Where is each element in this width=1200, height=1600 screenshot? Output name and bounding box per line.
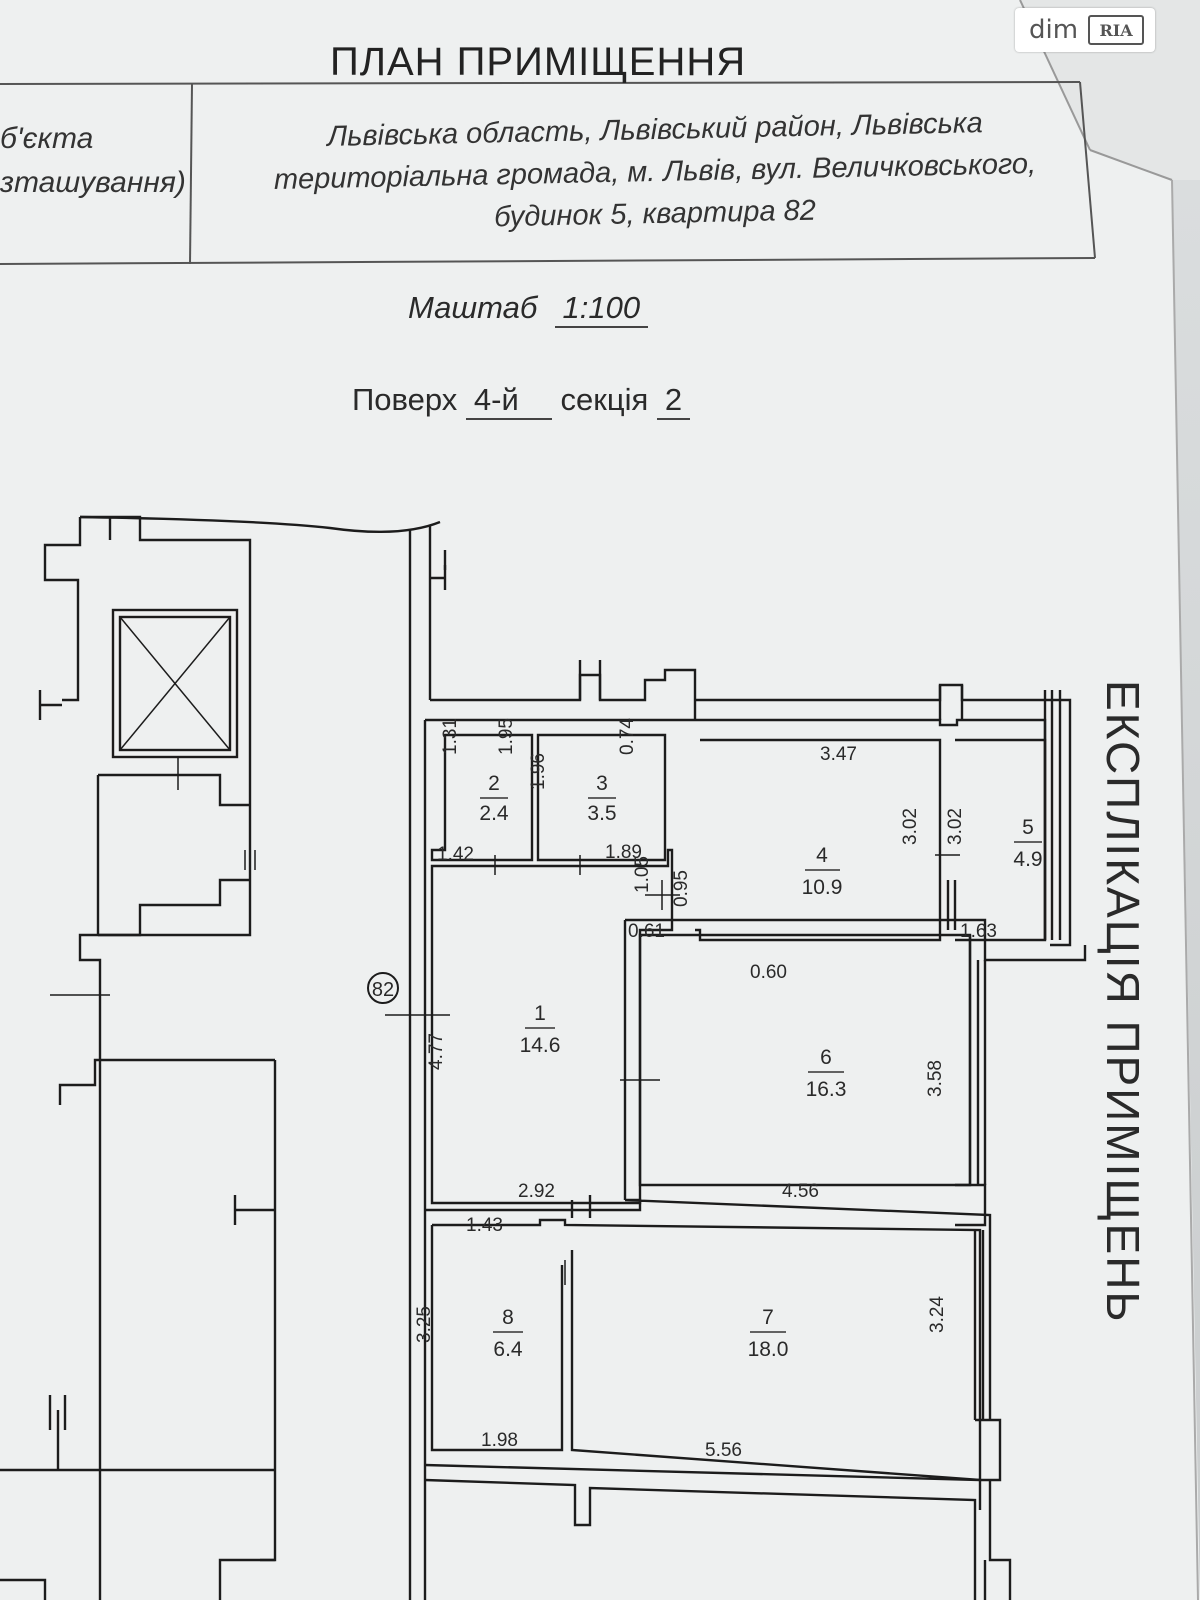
dim-label: 1.31 — [440, 718, 461, 755]
room-6-number: 6 — [820, 1046, 832, 1069]
dim-label: 1.98 — [481, 1430, 518, 1451]
dim-label: 1.42 — [437, 844, 474, 865]
dim-label: 0.61 — [628, 921, 665, 942]
room-8-area: 6.4 — [493, 1338, 523, 1361]
dim-label: 1.89 — [605, 842, 642, 863]
room-1-area: 14.6 — [520, 1034, 561, 1057]
dim-label: 4.77 — [426, 1033, 447, 1070]
scale-line: Маштаб 1:100 — [408, 290, 649, 328]
floor-label: Поверх — [352, 382, 458, 417]
dim-label: 5.56 — [705, 1440, 742, 1461]
dim-label: 3.02 — [900, 808, 921, 845]
dim-label: 3.58 — [925, 1060, 946, 1097]
dim-label: 1.96 — [528, 753, 549, 790]
dim-label: 2.92 — [518, 1181, 555, 1202]
room-8-number: 8 — [502, 1306, 514, 1329]
scale-value: 1:100 — [554, 290, 649, 328]
room-4-area: 10.9 — [802, 876, 843, 899]
logo-badge: RIA — [1088, 15, 1145, 45]
dim-label: 3.02 — [945, 808, 966, 845]
section-label: секція — [560, 382, 649, 417]
room-2-area: 2.4 — [479, 802, 509, 825]
dim-label: 1.05 — [632, 856, 653, 893]
floor-line: Поверх 4-й секція 2 — [352, 382, 691, 420]
dim-label: 3.24 — [927, 1296, 948, 1333]
header-left-line-2: зташування) — [0, 166, 186, 199]
dim-label: 4.56 — [782, 1181, 819, 1202]
logo-text: dim — [1029, 15, 1079, 45]
room-3-number: 3 — [596, 772, 608, 795]
room-7-number: 7 — [762, 1306, 774, 1329]
scale-label: Маштаб — [408, 290, 538, 325]
dim-label: 3.25 — [414, 1306, 435, 1343]
plan-title: ПЛАН ПРИМІЩЕННЯ — [330, 40, 747, 84]
floor-value: 4-й — [465, 382, 552, 420]
room-4-number: 4 — [816, 844, 828, 867]
dim-label: 1.95 — [496, 718, 517, 755]
section-value: 2 — [656, 382, 691, 420]
dim-ria-logo[interactable]: dim RIA — [1015, 8, 1155, 52]
apartment-marker-label: 82 — [372, 979, 394, 1001]
room-6-area: 16.3 — [806, 1078, 847, 1101]
dim-label: 1.63 — [960, 921, 997, 942]
room-7-area: 18.0 — [748, 1338, 789, 1361]
room-2-number: 2 — [488, 772, 500, 795]
dim-label: 1.43 — [466, 1215, 503, 1236]
dim-label: 0.60 — [750, 962, 787, 983]
room-5-number: 5 — [1022, 816, 1034, 839]
dim-label: 0.95 — [671, 870, 692, 907]
header-left-line-1: б'єкта — [0, 122, 94, 155]
room-3-area: 3.5 — [587, 802, 616, 825]
dim-label: 3.47 — [820, 744, 857, 765]
room-5-area: 4.9 — [1013, 848, 1042, 871]
apartment-marker-circle — [367, 972, 399, 1004]
room-1-number: 1 — [534, 1002, 546, 1025]
dim-label: 0.74 — [617, 718, 638, 755]
